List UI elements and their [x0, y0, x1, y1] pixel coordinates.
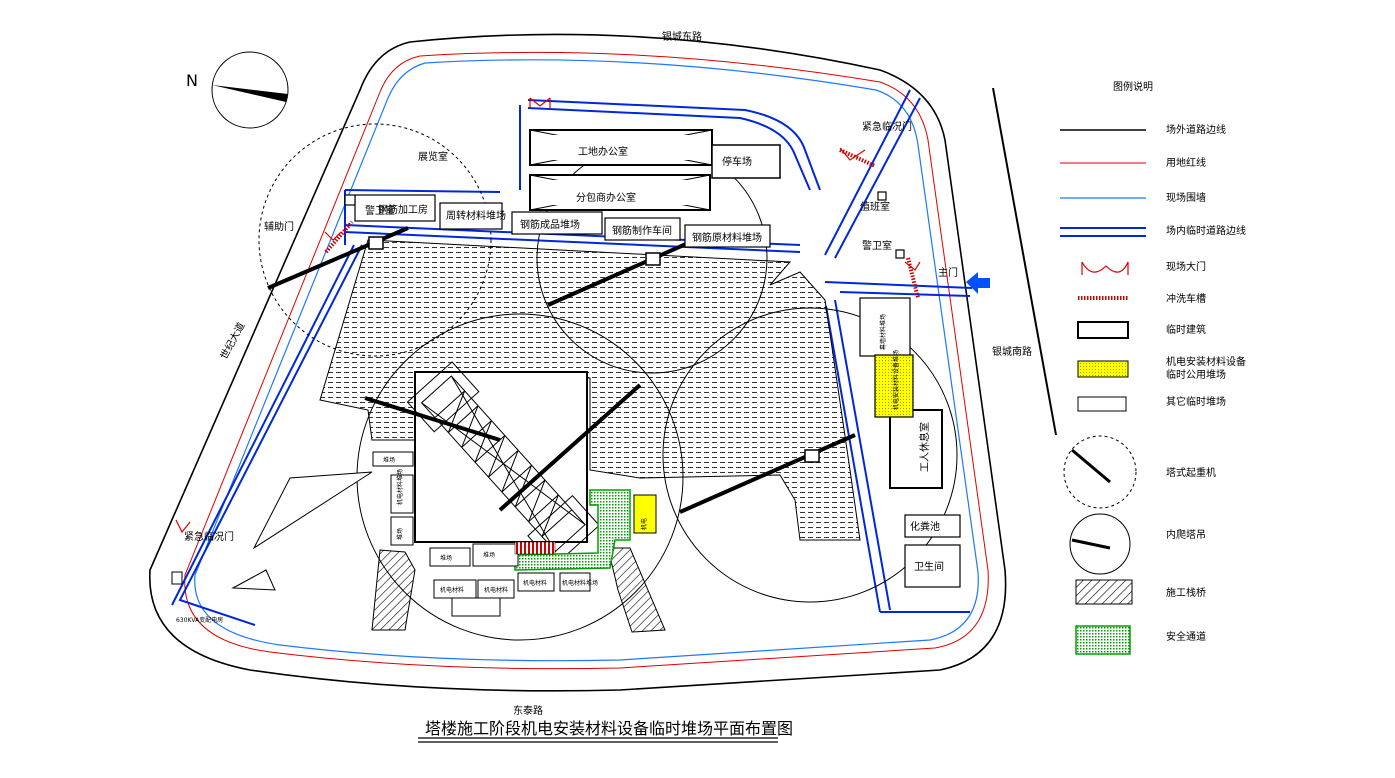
worker-rest-label: 工人休息室	[918, 422, 931, 472]
legend-item-5: 冲洗车槽	[1166, 292, 1206, 305]
gate-emergency-sw-label: 紧急临况门	[184, 530, 234, 543]
page-title: 塔楼施工阶段机电安装材料设备临时堆场平面布置图	[425, 719, 793, 738]
guard-north-label: 警卫室	[365, 204, 395, 217]
legend-title: 图例说明	[1113, 80, 1153, 93]
guard-east-label: 警卫室	[862, 239, 892, 252]
small-yard-4: 堆场	[483, 551, 495, 559]
red-washing-area	[514, 541, 556, 555]
trestle-east	[607, 547, 666, 633]
crane-jibs	[267, 226, 856, 514]
legend-item-1: 用地红线	[1166, 156, 1206, 169]
gate-main-label: 主门	[938, 266, 958, 279]
parking-label: 停车场	[722, 155, 752, 168]
legend-other-yard-symbol	[1077, 396, 1127, 412]
legend-item-6: 临时建筑	[1166, 323, 1206, 336]
rebar-raw-label: 钢筋原材料堆场	[692, 231, 762, 244]
yellow-yard-small	[633, 494, 657, 534]
legend-yellow-yard-symbol	[1077, 360, 1129, 378]
road-east-label: 银城南路	[992, 345, 1032, 358]
temp-road-edges	[171, 89, 973, 626]
small-yard-7: 机电材料	[440, 586, 464, 594]
substation-box	[171, 571, 183, 585]
legend-trestle-symbol	[1075, 579, 1133, 605]
legend-item-12: 安全通道	[1166, 630, 1206, 643]
east-road-edge	[992, 87, 1057, 436]
legend-item-9: 塔式起重机	[1166, 466, 1216, 479]
property-red-line	[184, 51, 989, 670]
legend-item-11: 施工栈桥	[1166, 586, 1206, 599]
crane-radius-nw	[258, 123, 492, 357]
legend-item-4: 现场大门	[1166, 260, 1206, 273]
legend-item-7: 机电安装材料设备临时公用堆场	[1166, 355, 1246, 381]
safety-passage	[514, 489, 631, 571]
legend-item-3: 场内临时道路边线	[1166, 224, 1246, 237]
road-west-label: 世纪大道	[217, 320, 247, 361]
trestle-west	[371, 549, 416, 631]
sw-structure-a	[252, 471, 373, 550]
sw-structure-b	[231, 569, 276, 591]
rebar-shop-label: 钢筋制作车间	[612, 224, 672, 237]
toilet-label: 卫生间	[914, 560, 944, 573]
rebar-workshop-label: 钢筋加工房	[378, 203, 428, 216]
rebar-finished-label: 钢筋成品堆场	[520, 218, 580, 231]
tower-lattice	[406, 361, 600, 567]
legend-item-0: 场外道路边线	[1166, 123, 1226, 136]
yellow-yard	[874, 354, 914, 418]
turnover-yard-label: 周转材料堆场	[446, 209, 506, 222]
small-yard-0: 堆场	[383, 456, 395, 464]
legend-item-2: 现场围墙	[1166, 191, 1206, 204]
crane-masts	[368, 236, 820, 463]
legend-inner-crane-symbol	[1069, 513, 1131, 575]
small-yard-boxes	[372, 451, 591, 617]
east-buildings	[859, 191, 961, 588]
outer-road-edge	[149, 33, 1007, 692]
legend-item-10: 内爬塔吊	[1166, 528, 1206, 541]
excavation-area	[319, 239, 861, 541]
site-office-label: 工地办公室	[578, 145, 628, 158]
small-yard-2: 堆场	[396, 528, 404, 540]
septic-label: 化粪池	[910, 520, 940, 533]
legend-symbols	[1060, 129, 1146, 655]
legend-temp-building-symbol	[1077, 321, 1129, 339]
north-arrow-icon	[211, 51, 289, 129]
crane-radius-e	[662, 307, 958, 603]
yard-b-label: 机电安装材料设备堆场	[892, 350, 900, 410]
north-label: N	[186, 71, 198, 90]
small-yard-1: 机电材料堆场	[396, 469, 404, 505]
legend-gate-symbol	[1081, 261, 1129, 275]
legend-safety-symbol	[1075, 625, 1131, 655]
road-south-label: 东泰路	[513, 704, 543, 717]
substation-label: 630KVA变配电房	[176, 616, 223, 624]
small-yard-9: 机电	[640, 518, 648, 530]
duty-room-label: 值班室	[860, 200, 890, 213]
small-yard-3: 堆场	[440, 554, 452, 562]
entry-arrow-icon	[966, 272, 990, 294]
small-yard-5: 机电材料	[523, 579, 547, 587]
small-yard-6: 机电材料堆场	[562, 579, 598, 587]
exhibition-label: 展览室	[418, 150, 448, 163]
washing-troughs	[324, 148, 920, 299]
yard-a-label: 幕墙材料堆场	[879, 314, 887, 350]
legend-item-8: 其它临时堆场	[1166, 395, 1226, 408]
legend-tower-crane-symbol	[1063, 435, 1137, 509]
gate-aux-label: 辅助门	[264, 220, 294, 233]
road-north-label: 银城东路	[662, 30, 702, 43]
gate-emergency-ne-label: 紧急临况门	[862, 120, 912, 133]
small-yard-8: 机电材料	[484, 586, 508, 594]
sub-office-label: 分包商办公室	[576, 191, 636, 204]
